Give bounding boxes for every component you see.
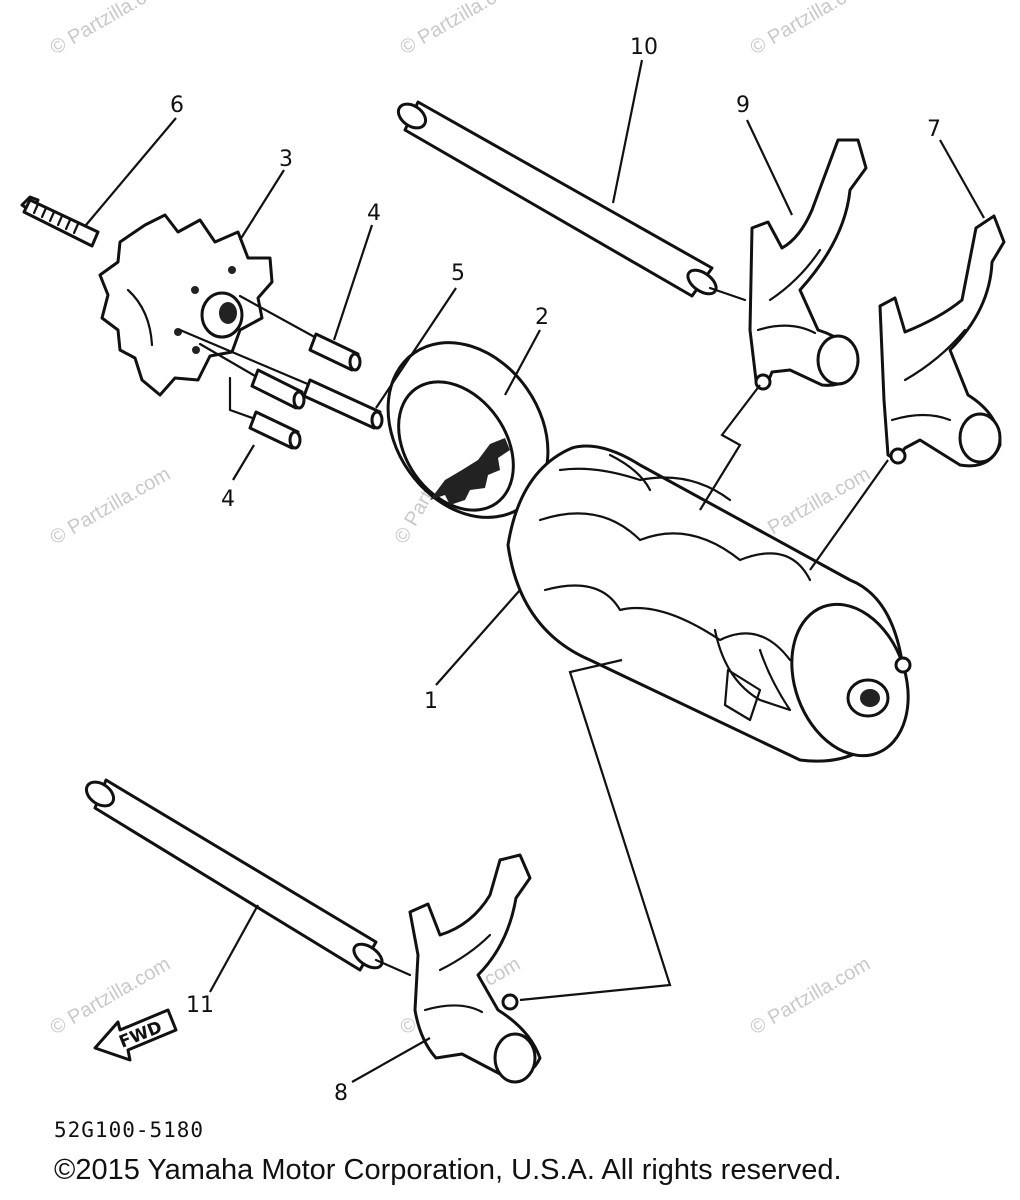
- leader-lines: [85, 59, 985, 1083]
- watermark: © Partzilla.com: [747, 953, 875, 1039]
- pin-c: [250, 368, 306, 410]
- callout-4-top: 4: [367, 201, 381, 226]
- pins: [178, 294, 384, 450]
- shift-fork-top: [748, 138, 868, 391]
- callout-7: 7: [927, 117, 941, 142]
- shift-drum: [506, 444, 912, 763]
- watermark: © Partzilla.com: [747, 0, 875, 59]
- shift-fork-bottom: [408, 853, 542, 1084]
- connector-lines: [519, 384, 889, 1002]
- callout-5: 5: [451, 261, 465, 286]
- fwd-arrow: FWD: [93, 1008, 178, 1062]
- pin-long: [302, 378, 384, 430]
- callout-9: 9: [736, 93, 750, 118]
- callout-2: 2: [535, 305, 549, 330]
- shift-drum-segment: [98, 213, 274, 397]
- pin-b: [248, 410, 302, 450]
- watermark: © Partzilla.com: [47, 463, 175, 549]
- diagram-code: 52G100-5180: [54, 1118, 205, 1142]
- copyright-notice: ©2015 Yamaha Motor Corporation, U.S.A. A…: [54, 1154, 842, 1186]
- pin-a: [308, 332, 362, 372]
- callout-1: 1: [424, 689, 438, 714]
- shift-fork-rod-bottom: [84, 778, 412, 977]
- callouts: 6 3 4 5 2 4 1 10 9 7 11 8: [170, 35, 941, 1106]
- needle-bearing: [386, 341, 550, 519]
- shift-fork-rod-top: [396, 100, 747, 302]
- callout-4-bottom: 4: [221, 487, 235, 512]
- callout-10: 10: [630, 35, 658, 60]
- callout-6: 6: [170, 93, 184, 118]
- callout-11: 11: [186, 993, 214, 1018]
- callout-3: 3: [279, 147, 293, 172]
- watermark: © Partzilla.com: [397, 0, 525, 59]
- screw: [20, 195, 100, 248]
- watermark: © Partzilla.com: [47, 0, 175, 59]
- callout-8: 8: [334, 1081, 348, 1106]
- shift-fork-right: [878, 214, 1006, 468]
